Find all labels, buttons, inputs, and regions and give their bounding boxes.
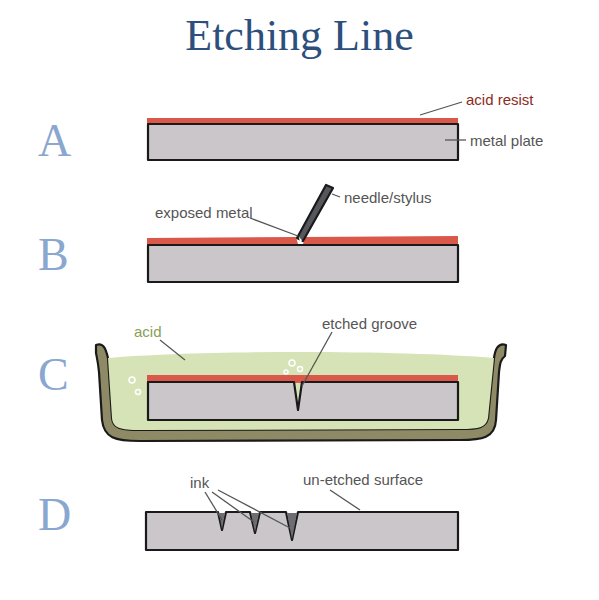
acid-tray	[96, 344, 506, 441]
part-label: metal plate	[470, 133, 543, 148]
part-label: acid resist	[466, 92, 534, 107]
acid-bath	[108, 352, 494, 430]
printed-plate	[146, 512, 458, 550]
needle-stylus	[297, 185, 333, 241]
panel-letter: C	[38, 352, 69, 398]
part-label: acid	[134, 324, 162, 339]
panel-letter: D	[38, 492, 71, 538]
metal-plate	[148, 124, 458, 160]
part-label: ink	[190, 475, 209, 490]
exposed-metal	[299, 237, 302, 244]
bubbles	[129, 360, 303, 395]
title: Etching Line	[0, 14, 599, 58]
part-label: etched groove	[322, 316, 417, 331]
panel-letter: B	[38, 232, 69, 278]
part-label: exposed metal	[155, 205, 253, 220]
leader-lines	[160, 102, 466, 528]
part-label: un-etched surface	[303, 472, 423, 487]
panel-letter: A	[38, 118, 71, 164]
part-label: needle/stylus	[344, 190, 432, 205]
metal-plate	[148, 382, 458, 420]
metal-plate	[148, 245, 458, 282]
